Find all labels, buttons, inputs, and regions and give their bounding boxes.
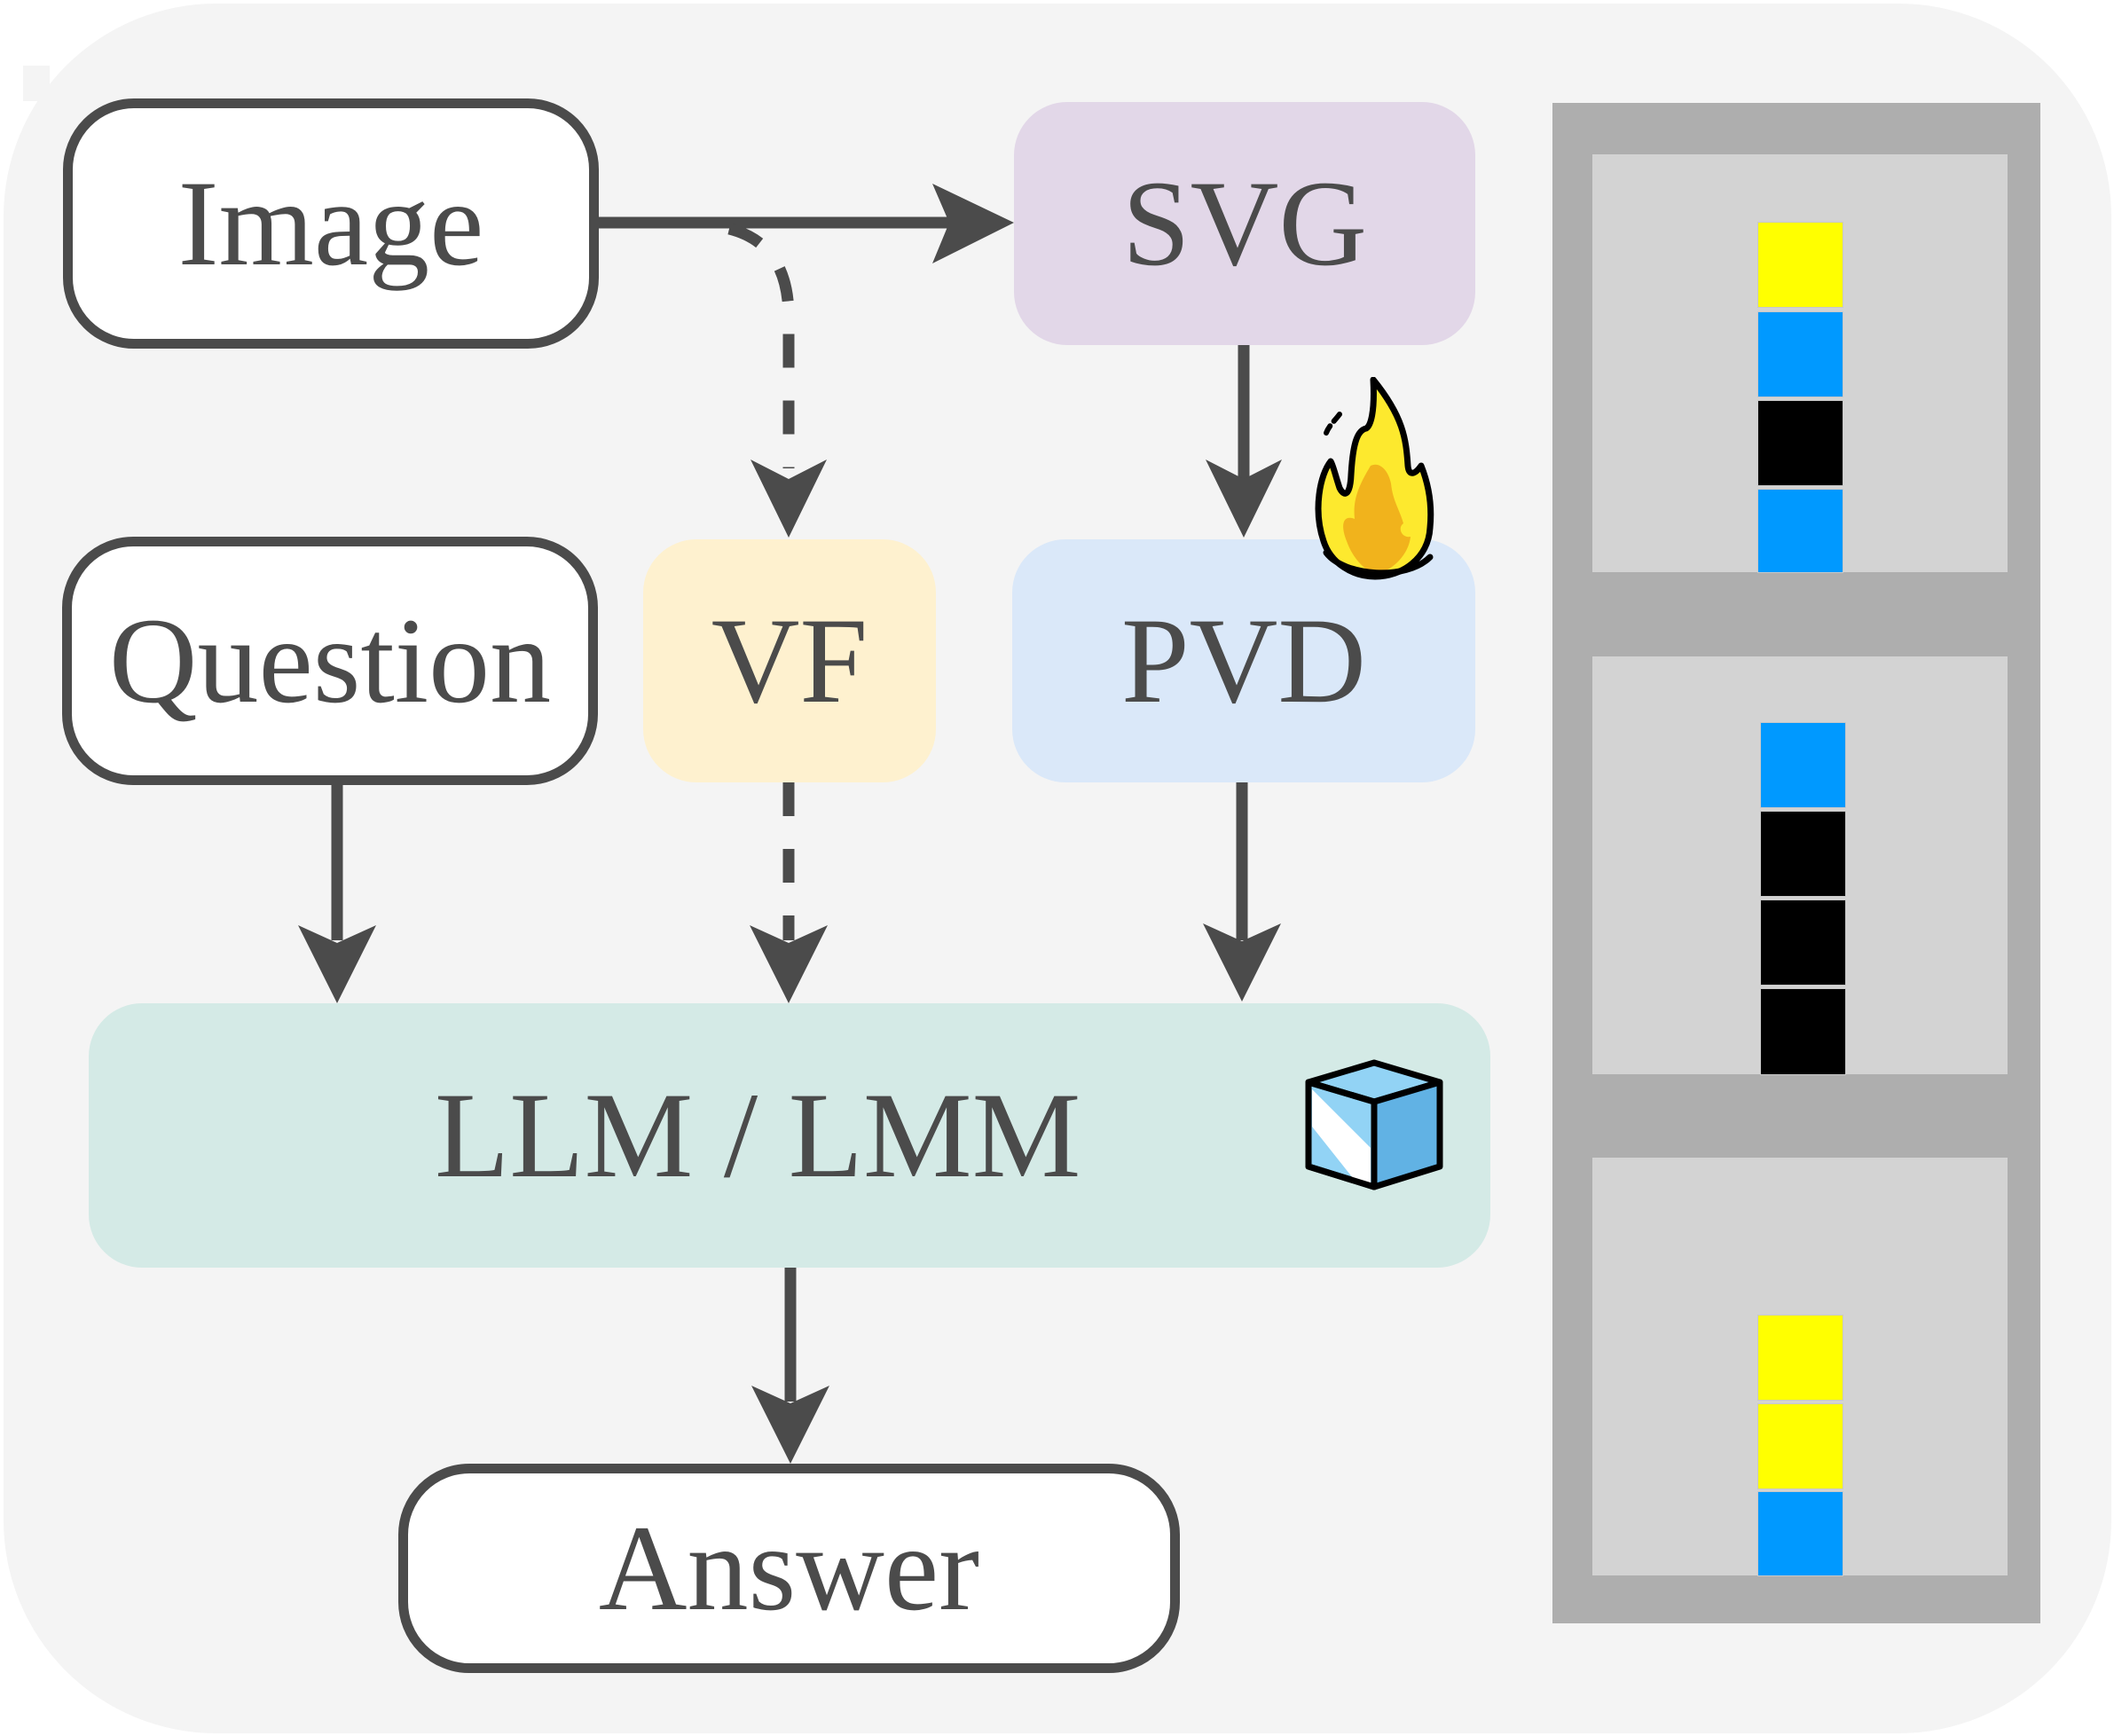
block-black	[1760, 811, 1846, 897]
block-yellow	[1757, 222, 1843, 308]
block-blue	[1760, 722, 1846, 808]
background-corner-artifact	[23, 66, 50, 101]
image-node-label: Image	[177, 155, 484, 291]
fire-icon	[1315, 377, 1434, 580]
example-panel-2	[1592, 656, 2008, 1075]
vf-node: VF	[643, 539, 936, 782]
svg-node: SVG	[1014, 102, 1475, 345]
example-panel-3	[1592, 1158, 2008, 1576]
image-node: Image	[63, 98, 599, 349]
vf-node-label: VF	[711, 593, 868, 728]
llm-node-label: LLM / LMM	[435, 1067, 1081, 1203]
block-blue	[1757, 489, 1843, 573]
block-black	[1757, 400, 1843, 486]
block-blue	[1757, 1491, 1843, 1576]
question-node: Question	[62, 537, 598, 785]
block-yellow	[1757, 1315, 1843, 1401]
llm-node: LLM / LMM	[89, 1003, 1490, 1268]
block-blue	[1757, 311, 1843, 397]
block-yellow	[1757, 1403, 1843, 1489]
svg-node-label: SVG	[1121, 155, 1368, 291]
examples-panel	[1552, 103, 2040, 1623]
answer-node-label: Answer	[598, 1500, 980, 1636]
block-black	[1760, 988, 1846, 1075]
answer-node: Answer	[398, 1464, 1180, 1673]
pvd-node: PVD	[1012, 539, 1475, 782]
block-black	[1760, 899, 1846, 986]
pvd-node-label: PVD	[1120, 593, 1367, 728]
question-node-label: Question	[108, 593, 552, 728]
ice-cube-icon	[1305, 1059, 1443, 1190]
example-panel-1	[1592, 154, 2008, 573]
